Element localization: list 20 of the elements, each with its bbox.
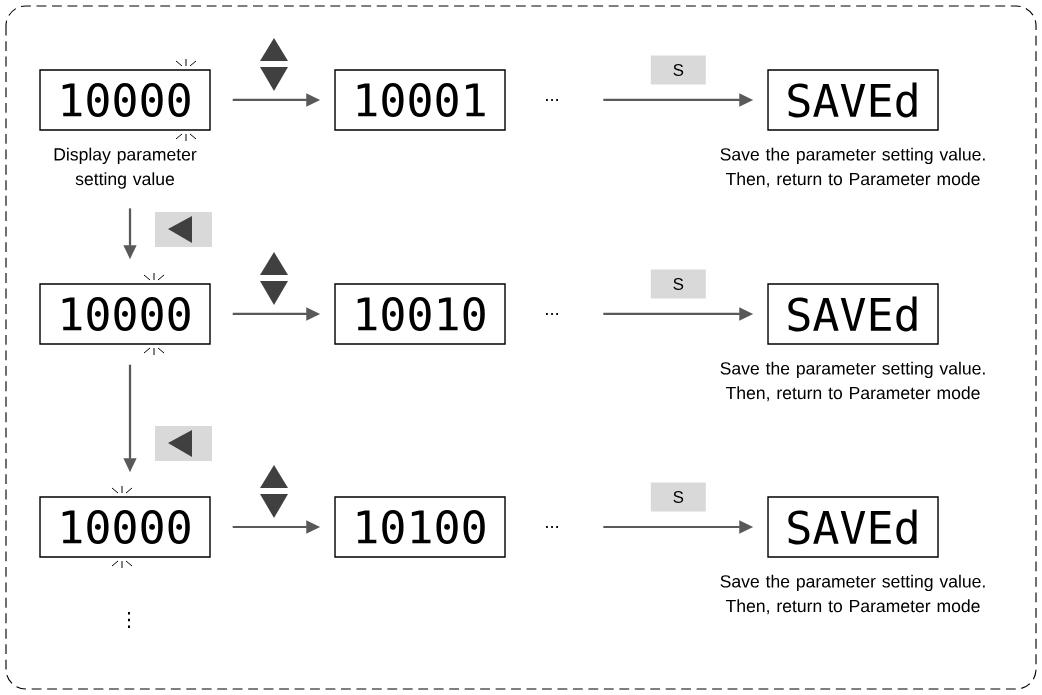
node-label: Save the parameter setting value. Then, return to Parameter mode bbox=[720, 361, 985, 402]
key-label: S bbox=[650, 55, 706, 85]
node-label: Display parameter setting value bbox=[54, 147, 197, 189]
seven-segment-display: SAVEd bbox=[767, 283, 939, 345]
seven-segment-display: 10010 bbox=[334, 283, 506, 345]
seven-segment-display: 10100 bbox=[334, 496, 506, 558]
node-label: Save the parameter setting value. Then, return to Parameter mode bbox=[720, 147, 985, 188]
seven-segment-display: 10000 bbox=[39, 283, 211, 345]
ellipsis: ... bbox=[546, 526, 558, 528]
key-label: S bbox=[650, 482, 706, 512]
key-label: S bbox=[650, 269, 706, 299]
seven-segment-display: 10001 bbox=[334, 69, 506, 131]
seven-segment-display: 10000 bbox=[39, 496, 211, 558]
ellipsis: ... bbox=[546, 313, 558, 315]
seven-segment-display: SAVEd bbox=[767, 496, 939, 558]
seven-segment-display: 10000 bbox=[39, 69, 211, 131]
ellipsis: ... bbox=[546, 99, 558, 101]
seven-segment-display: SAVEd bbox=[767, 69, 939, 131]
vertical-ellipsis: ⋮ bbox=[128, 612, 130, 628]
node-label: Save the parameter setting value. Then, return to Parameter mode bbox=[720, 574, 985, 615]
